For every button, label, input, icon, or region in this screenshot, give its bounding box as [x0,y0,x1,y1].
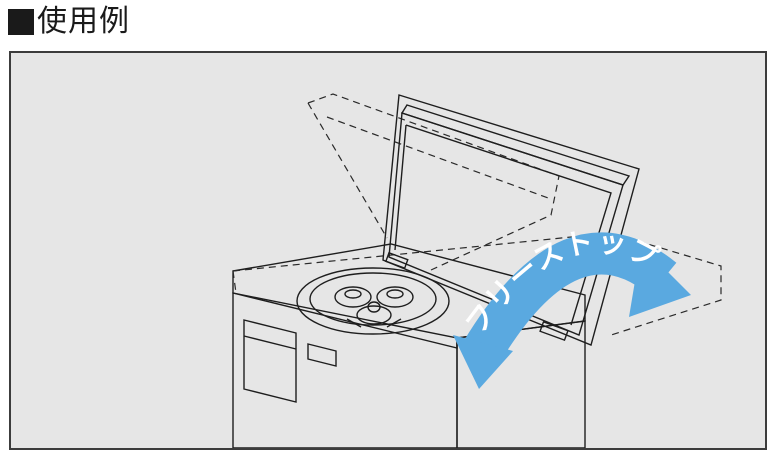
lid-inner-face [388,112,624,336]
centrifuge-illustration: フリーストップ [232,93,722,448]
lid-hinge [384,251,409,270]
rotor-bucket [334,286,372,308]
rotor-bucket [376,286,414,308]
rotor-bucket [356,305,392,325]
lid-hinge [539,320,569,342]
rotor-hub [367,301,381,313]
free-stop-arrow: フリーストップ [453,224,691,389]
machine-front-face [232,292,458,448]
open-lid [382,94,640,346]
lid-outer [382,94,640,346]
rotor-bowl [296,267,450,335]
section-title: 使用例 [37,4,130,39]
rotor [334,286,414,328]
illustration-frame: フリーストップ [9,51,767,450]
bowl-rim-outer [296,267,450,335]
label-plate [307,343,337,367]
section-heading: 使用例 [8,2,130,42]
lid-upright-outline [307,93,560,271]
front-panel-window [243,319,297,403]
alternate-lid-outlines [232,93,722,336]
arrow-head-right [629,245,691,317]
arrow-head-down [453,335,513,389]
black-square-icon [8,9,34,35]
bowl-rim-inner [309,272,437,326]
lid-open-flat-outline [232,232,722,336]
